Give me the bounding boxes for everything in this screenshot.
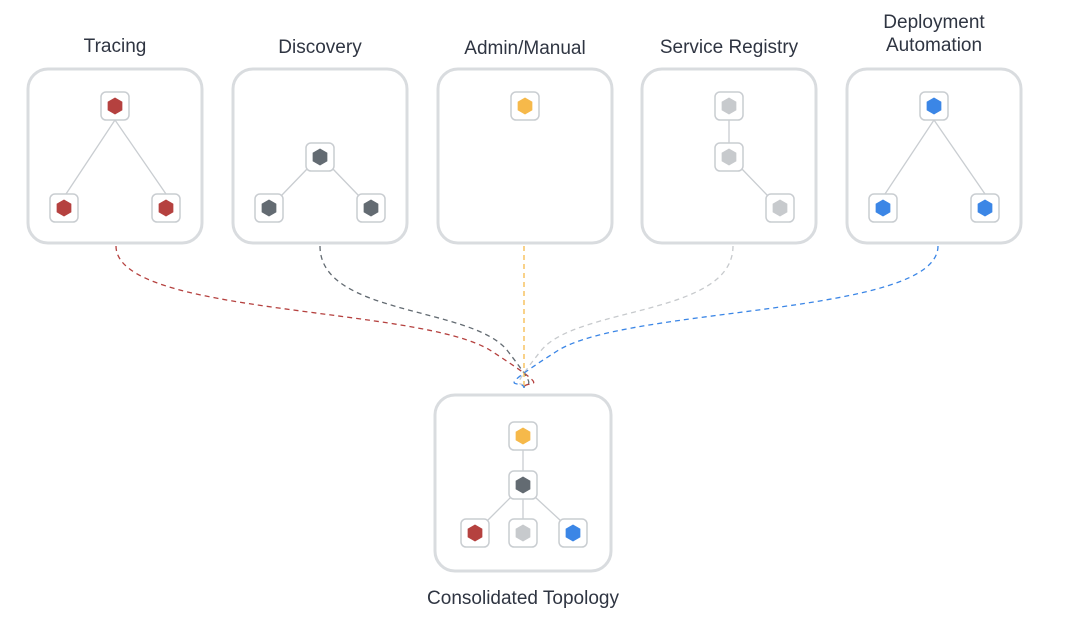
panel-tracing <box>26 67 204 245</box>
source-node <box>100 91 130 121</box>
panel-discovery <box>231 67 409 245</box>
hexagon-icon <box>312 148 328 166</box>
hexagon-icon <box>515 476 531 494</box>
panel-title-tracing: Tracing <box>84 36 147 57</box>
flow-line-discovery <box>319 245 530 389</box>
panels <box>26 67 1023 573</box>
flow-line-tracing <box>115 245 535 389</box>
connector-line <box>65 119 116 195</box>
panel-title-service-registry: Service Registry <box>660 37 799 58</box>
child-node <box>254 193 284 223</box>
admin-node <box>508 421 538 451</box>
hexagon-icon <box>363 199 379 217</box>
hexagon-icon <box>565 524 581 542</box>
panel-consolidated-topology <box>433 393 613 573</box>
discovery-hub-node <box>508 470 538 500</box>
consolidated-topology-title: Consolidated Topology <box>427 588 619 609</box>
hexagon-icon <box>875 199 891 217</box>
hexagon-icon <box>515 524 531 542</box>
panel-title-discovery: Discovery <box>278 37 362 58</box>
child-node <box>151 193 181 223</box>
registry-node <box>508 518 538 548</box>
hub-node <box>714 142 744 172</box>
panel-admin-manual <box>436 67 614 245</box>
hexagon-icon <box>158 199 174 217</box>
titles: Tracing Discovery Admin/Manual Service Regi… <box>84 12 986 609</box>
hexagon-icon <box>772 199 788 217</box>
child-node <box>49 193 79 223</box>
connector-line <box>740 167 769 197</box>
child-node <box>356 193 386 223</box>
hexagon-icon <box>926 97 942 115</box>
hexagon-icon <box>517 97 533 115</box>
hexagon-icon <box>107 97 123 115</box>
hexagon-icon <box>56 199 72 217</box>
hub-node <box>305 142 335 172</box>
flow-line-service-registry <box>518 245 734 389</box>
connector-line <box>114 119 167 195</box>
child-node <box>970 193 1000 223</box>
panel-service-registry <box>640 67 818 245</box>
source-node <box>919 91 949 121</box>
tracing-node <box>460 518 490 548</box>
panel-title-admin-manual: Admin/Manual <box>464 38 585 59</box>
source-node <box>510 91 540 121</box>
hexagon-icon <box>977 199 993 217</box>
connector-line <box>280 167 309 197</box>
panel-title-deployment-automation: Deployment <box>883 12 985 33</box>
deployment-node <box>558 518 588 548</box>
source-node <box>714 91 744 121</box>
panel-title-deployment-automation: Automation <box>886 35 982 56</box>
connector-line <box>331 167 360 197</box>
connector-line <box>884 119 935 195</box>
hexagon-icon <box>721 97 737 115</box>
hexagon-icon <box>515 427 531 445</box>
panel-deployment-automation <box>845 67 1023 245</box>
connector-line <box>933 119 986 195</box>
flow-lines <box>115 245 939 389</box>
flow-line-deployment-automation <box>513 245 939 389</box>
connector-line <box>534 496 562 522</box>
child-node <box>868 193 898 223</box>
hexagon-icon <box>467 524 483 542</box>
hexagon-icon <box>261 199 277 217</box>
connector-line <box>486 496 512 522</box>
hexagon-icon <box>721 148 737 166</box>
child-node <box>765 193 795 223</box>
